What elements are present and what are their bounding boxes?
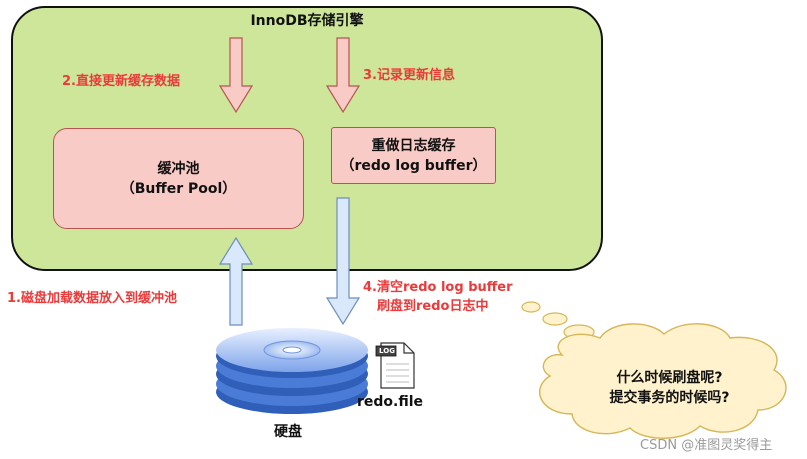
thought-bubble (521, 301, 787, 439)
thought-line2: 提交事务的时候吗? (609, 390, 730, 406)
step4-line1: 4.清空redo log buffer (363, 280, 513, 295)
step4-label: 4.清空redo log buffer 刷盘到redo日志中 (363, 278, 513, 316)
arrow-down-step3 (325, 37, 361, 114)
buffer-pool-sub: （Buffer Pool） (120, 180, 237, 197)
arrow-down-step4 (325, 197, 361, 326)
step3-label: 3.记录更新信息 (363, 68, 455, 83)
step4-line2: 刷盘到redo日志中 (377, 299, 489, 314)
step2-label: 2.直接更新缓存数据 (62, 74, 180, 89)
thought-line1: 什么时候刷盘呢? (616, 370, 723, 386)
watermark: CSDN @准图灵奖得主 (640, 438, 773, 453)
log-file-icon (375, 342, 415, 389)
file-label: redo.file (357, 394, 424, 410)
buffer-pool-name: 缓冲池 (157, 160, 200, 177)
redo-log-buffer-box: 重做日志缓存 （redo log buffer） (331, 127, 496, 184)
hard-disk-icon (216, 328, 368, 414)
step1-label: 1.磁盘加载数据放入到缓冲池 (7, 291, 177, 306)
buffer-pool-box: 缓冲池 （Buffer Pool） (53, 128, 304, 229)
log-icon-text: LOG (379, 347, 395, 355)
disk-label: 硬盘 (274, 424, 302, 440)
engine-title: InnoDB存储引擎 (250, 13, 364, 29)
arrow-down-step2 (218, 37, 254, 114)
redo-buffer-name: 重做日志缓存 (371, 137, 456, 154)
thought-text: 什么时候刷盘呢? 提交事务的时候吗? (582, 368, 757, 408)
redo-buffer-sub: （redo log buffer） (340, 157, 487, 174)
arrow-up-step1 (218, 236, 254, 326)
